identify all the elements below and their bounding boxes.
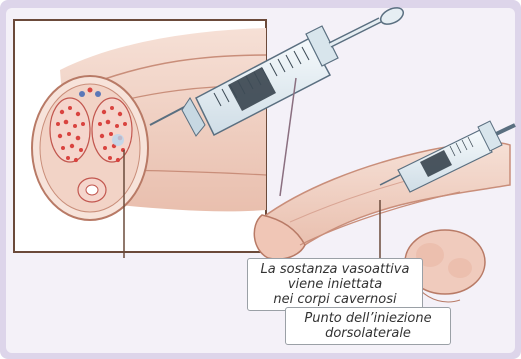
- label-cross-section: La sostanza vasoattiva viene iniettata n…: [247, 258, 423, 311]
- label-injection-site-line2: dorsolaterale: [294, 326, 442, 341]
- label-injection-site-line1: Punto dell’iniezione: [294, 311, 442, 326]
- label-cross-section-line3: nei corpi cavernosi: [256, 292, 414, 307]
- label-cross-section-line1: La sostanza vasoattiva: [256, 262, 414, 277]
- magnified-view: [14, 20, 266, 252]
- label-cross-section-line2: viene iniettata: [256, 277, 414, 292]
- label-injection-site: Punto dell’iniezione dorsolaterale: [285, 307, 451, 345]
